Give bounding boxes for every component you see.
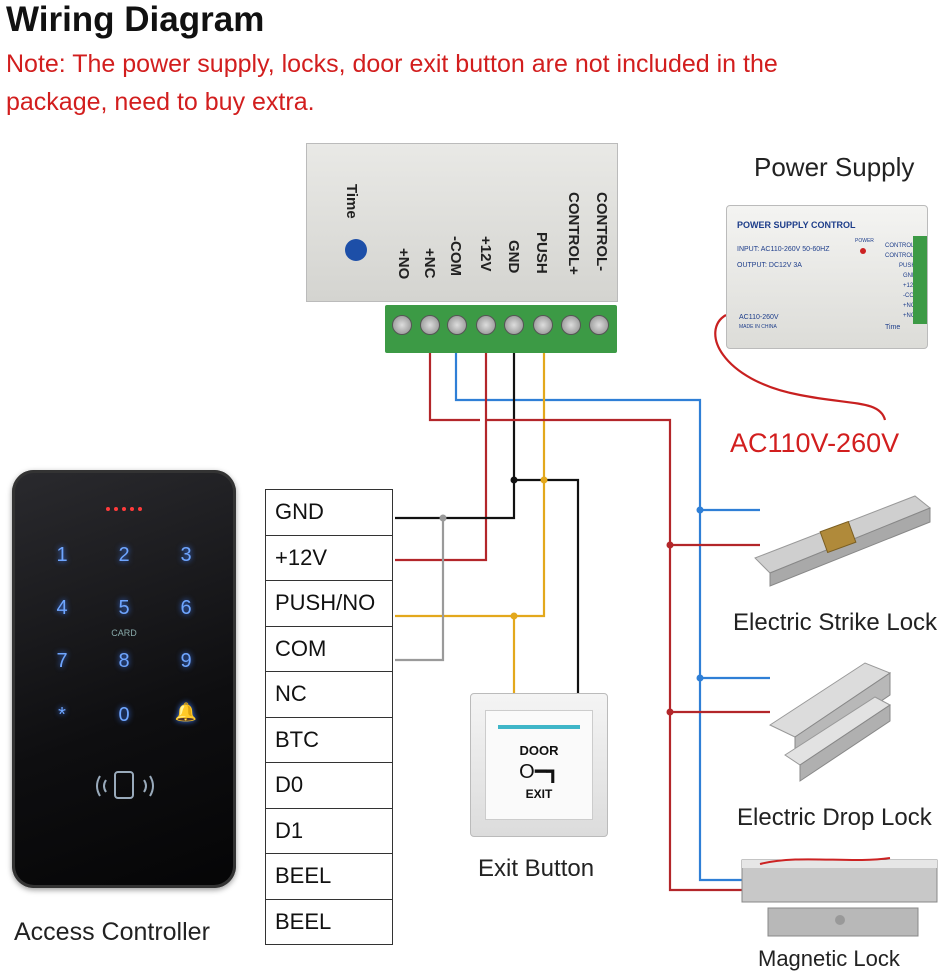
key-star[interactable]: *	[58, 704, 66, 726]
time-knob-icon	[345, 239, 367, 261]
terminal-d0: D0	[265, 762, 393, 809]
wire-black-exit	[514, 478, 580, 693]
psu-input: INPUT: AC110-260V 50-60HZ	[737, 246, 830, 253]
drop-lock-label: Electric Drop Lock	[737, 804, 932, 831]
ctrl-label-no: +NO	[395, 248, 412, 280]
psu-terminal-label: GND	[903, 273, 917, 279]
psu-terminal-label: CONTROL-	[885, 243, 917, 249]
exit-indicator-strip	[498, 725, 580, 729]
strike-lock-label: Electric Strike Lock	[733, 609, 938, 636]
psu-terminal-label: CONTROL+	[885, 253, 918, 259]
bell-icon[interactable]: 🔔	[174, 702, 198, 722]
terminal-beel-2: BEEL	[265, 898, 393, 945]
exit-exit-text: EXIT	[525, 787, 553, 801]
psu-terminal-label: +NO	[903, 313, 916, 319]
key-8[interactable]: 8	[118, 650, 130, 672]
key-4[interactable]: 4	[56, 597, 68, 619]
access-controller-label: Access Controller	[14, 918, 210, 946]
key-icon: O━┓	[519, 761, 559, 783]
terminal-12v: +12V	[265, 534, 393, 581]
wire-gnd-black	[395, 352, 516, 520]
controller-box: Time +NO +NC -COM +12V GND PUSH CONTROL+…	[306, 143, 618, 302]
psu-power-led-label: POWER	[855, 238, 874, 244]
terminal-com: COM	[265, 625, 393, 672]
ctrl-label-12v: +12V	[477, 236, 494, 272]
key-7[interactable]: 7	[56, 650, 68, 672]
power-led-icon	[860, 248, 866, 254]
key-6[interactable]: 6	[180, 597, 192, 619]
exit-button-device: DOOR O━┓ EXIT	[470, 693, 608, 837]
ac-input-label: AC110V-260V	[730, 428, 900, 458]
ctrl-label-time: Time	[343, 184, 360, 219]
exit-door-text: DOOR	[519, 743, 559, 758]
psu-terminal-label: +12V	[903, 283, 918, 289]
key-9[interactable]: 9	[180, 650, 192, 672]
key-5[interactable]: 5	[118, 597, 130, 619]
strike-lock-icon	[754, 495, 931, 587]
wire-com-blue	[454, 352, 745, 882]
led-indicator-icon	[106, 507, 142, 511]
ctrl-label-push: PUSH	[533, 232, 550, 274]
psu-ac-text: AC110-260V	[739, 314, 779, 321]
drop-lock-icon	[768, 662, 892, 782]
wire-gray-com	[395, 518, 445, 662]
key-1[interactable]: 1	[56, 544, 68, 566]
wire-push-yellow	[395, 352, 546, 618]
note-line-1: Note: The power supply, locks, door exit…	[6, 50, 778, 78]
ctrl-label-nc: +NC	[421, 248, 438, 279]
power-supply-device: POWER SUPPLY CONTROL INPUT: AC110-260V 5…	[726, 205, 928, 349]
wire-ac-cable	[714, 314, 887, 421]
wire-no-red	[428, 352, 480, 422]
ctrl-label-gnd: GND	[505, 240, 522, 274]
psu-terminal-label: PUSH	[899, 263, 916, 269]
power-supply-label: Power Supply	[754, 152, 915, 182]
terminal-beel-1: BEEL	[265, 853, 393, 900]
terminal-gnd: GND	[265, 489, 393, 536]
access-controller-keypad: 1 2 3 4 5 6 CARD 7 8 9 * 0 🔔	[12, 470, 236, 888]
card-label: CARD	[111, 628, 137, 638]
psu-made-in: MADE IN CHINA	[739, 324, 777, 330]
magnetic-lock-label: Magnetic Lock	[758, 946, 900, 971]
magnetic-lock-icon	[741, 857, 938, 937]
psu-terminal-label: +NC	[903, 303, 916, 309]
terminal-nc: NC	[265, 671, 393, 718]
psu-terminal-label: -COM	[903, 293, 919, 299]
ctrl-label-com: -COM	[447, 236, 464, 276]
wire-red-bus	[486, 418, 745, 892]
ctrl-label-control-minus: CONTROL-	[593, 192, 610, 272]
psu-terminal-strip	[913, 236, 927, 324]
psu-time-label: Time	[885, 324, 901, 331]
ctrl-label-control-plus: CONTROL+	[565, 192, 582, 275]
exit-button-label: Exit Button	[478, 855, 595, 882]
psu-output: OUTPUT: DC12V 3A	[737, 262, 802, 269]
key-3[interactable]: 3	[180, 544, 192, 566]
psu-title: POWER SUPPLY CONTROL	[737, 220, 856, 230]
terminal-d1: D1	[265, 807, 393, 854]
key-0[interactable]: 0	[118, 704, 130, 726]
key-2[interactable]: 2	[118, 544, 130, 566]
wire-12v-red	[395, 352, 488, 562]
terminal-push-no: PUSH/NO	[265, 580, 393, 627]
terminal-btc: BTC	[265, 716, 393, 763]
note-line-2: package, need to buy extra.	[6, 88, 315, 116]
card-reader-icon	[96, 771, 154, 799]
page-title: Wiring Diagram	[6, 0, 265, 39]
terminal-block	[385, 305, 617, 353]
access-terminal-table: GND +12V PUSH/NO COM NC BTC D0 D1 BEEL B…	[265, 489, 393, 945]
